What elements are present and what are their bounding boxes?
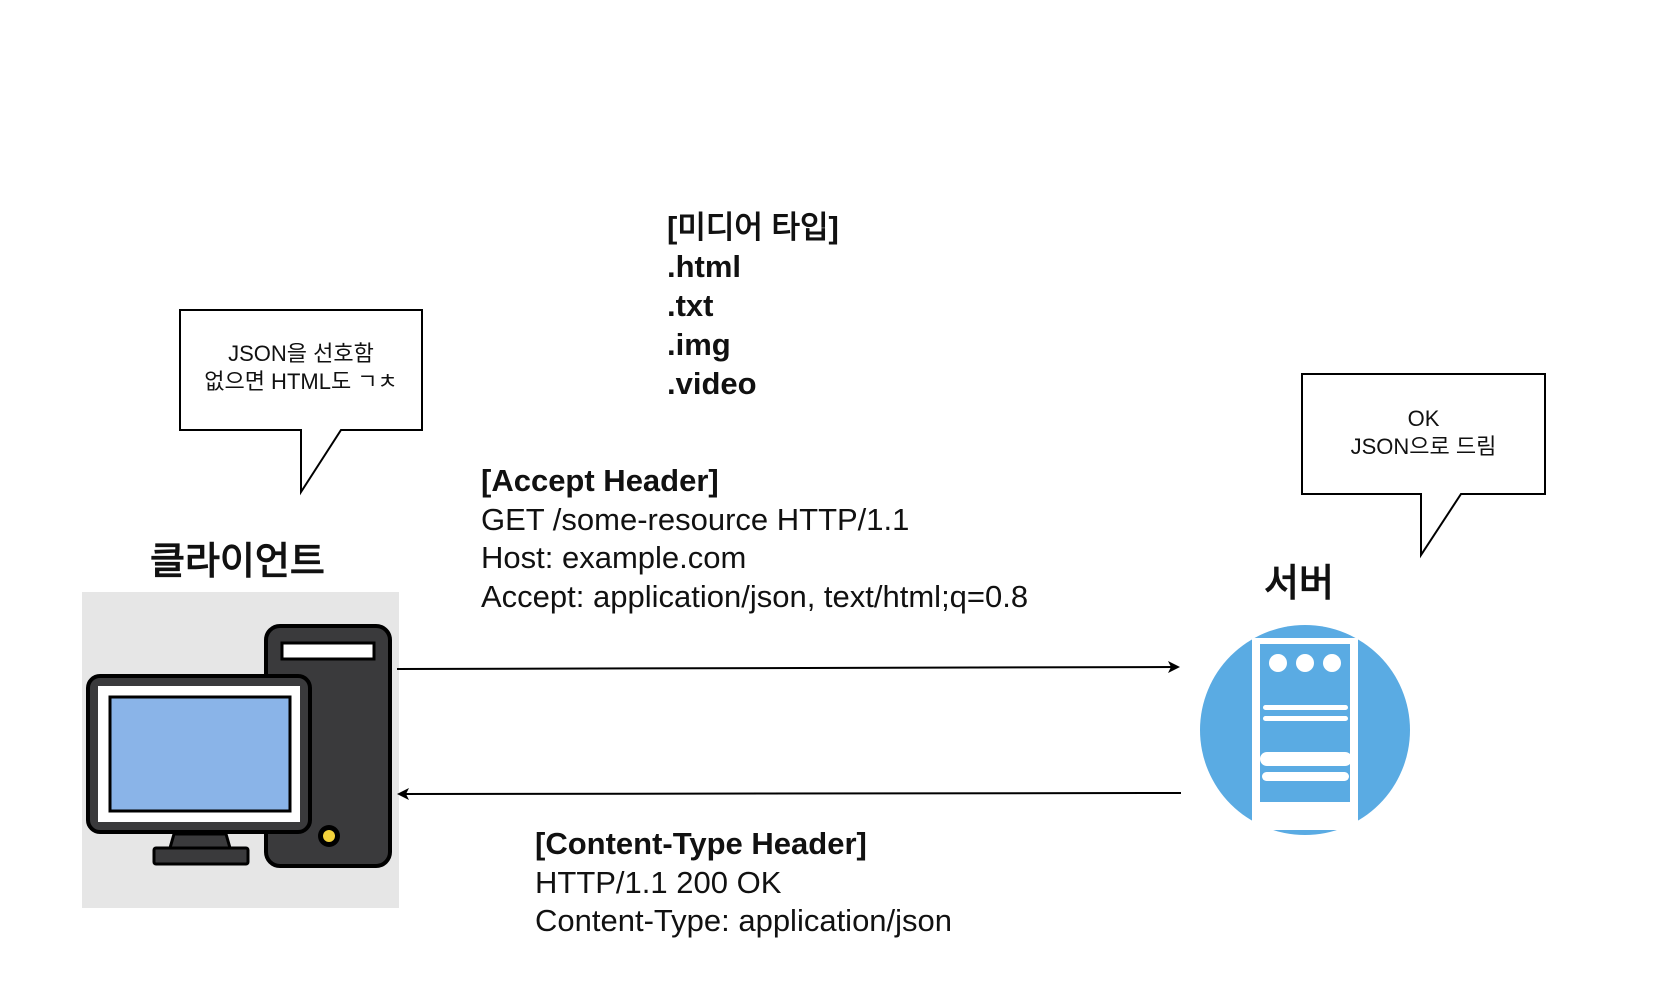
server-bubble-text: OK JSON으로 드림 xyxy=(1302,405,1545,461)
client-bubble-line: 없으면 HTML도 ㄱㅊ xyxy=(204,369,398,394)
media-type-item: .video xyxy=(667,366,757,401)
media-type-item: .txt xyxy=(667,288,714,323)
request-header-block: [Accept Header] GET /some-resource HTTP/… xyxy=(481,462,1028,616)
client-label: 클라이언트 xyxy=(150,541,325,583)
request-title: [Accept Header] xyxy=(481,463,719,498)
server-bubble-line: OK xyxy=(1407,406,1440,431)
request-line: Host: example.com xyxy=(481,540,747,575)
request-line: GET /some-resource HTTP/1.1 xyxy=(481,501,910,537)
client-bubble-line: JSON을 선호함 xyxy=(228,341,374,366)
server-label: 서버 xyxy=(1264,563,1334,605)
response-arrow xyxy=(397,787,1182,800)
response-line: HTTP/1.1 200 OK xyxy=(535,864,782,900)
request-line: Accept: application/json, text/html;q=0.… xyxy=(481,578,1029,614)
server-icon xyxy=(1200,625,1410,835)
desktop-computer-icon xyxy=(86,624,392,868)
media-type-item: .html xyxy=(667,249,742,284)
media-types-title: [미디어 타입] xyxy=(667,210,839,245)
server-bubble-line: JSON으로 드림 xyxy=(1350,434,1497,459)
response-title: [Content-Type Header] xyxy=(535,826,867,861)
client-speech-bubble xyxy=(179,309,423,496)
response-line: Content-Type: application/json xyxy=(535,903,953,938)
server-speech-bubble xyxy=(1301,373,1546,559)
client-bubble-text: JSON을 선호함 없으면 HTML도 ㄱㅊ xyxy=(180,340,422,396)
request-arrow xyxy=(396,661,1180,674)
response-header-block: [Content-Type Header] HTTP/1.1 200 OK Co… xyxy=(535,825,952,941)
media-types-list: [미디어 타입] .html .txt .img .video xyxy=(667,208,839,403)
media-type-item: .img xyxy=(667,327,731,362)
